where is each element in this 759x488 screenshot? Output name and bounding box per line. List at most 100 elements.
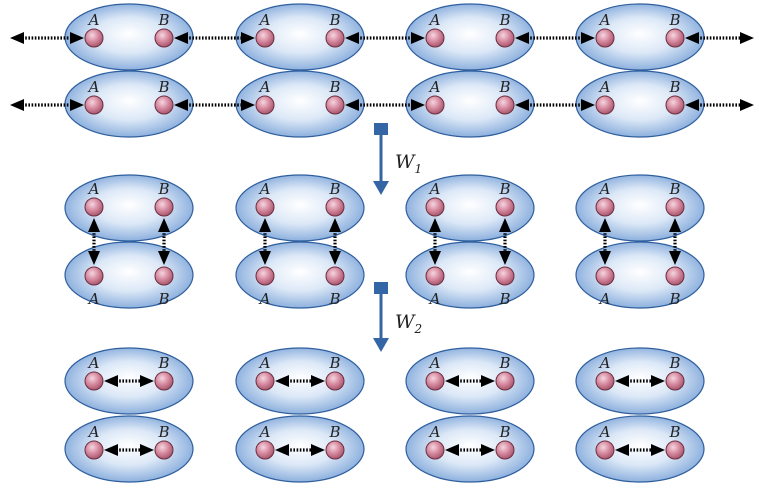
arrowhead (581, 32, 595, 44)
label-b: B (668, 180, 680, 198)
atom-a (84, 266, 104, 286)
vertical-bond-arrow (88, 218, 100, 265)
arrowhead (615, 375, 629, 387)
label-a: A (598, 423, 611, 441)
step-arrow-tail (374, 123, 388, 135)
label-a: A (87, 290, 100, 308)
label-a: A (258, 78, 271, 96)
label-b: B (157, 354, 169, 372)
atom-b (665, 266, 685, 286)
atom-b (495, 371, 515, 391)
intra-dimer-arrow (275, 444, 325, 456)
step-subscript: 1 (415, 162, 423, 176)
atom-a (595, 266, 615, 286)
arrowhead (651, 444, 665, 456)
vertical-bond-arrow (669, 218, 681, 265)
atom-b (495, 440, 515, 460)
arrowhead (174, 32, 188, 44)
label-a: A (598, 11, 611, 29)
label-a: A (598, 78, 611, 96)
atom-b (665, 197, 685, 217)
intra-dimer-arrow (275, 375, 325, 387)
dimer-ellipse (575, 70, 705, 138)
label-a: A (598, 290, 611, 308)
inter-dimer-arrow (515, 32, 595, 44)
arrowhead (158, 218, 170, 232)
arrowhead (669, 218, 681, 232)
arrowhead (515, 32, 529, 44)
arrowhead (515, 99, 529, 111)
atom-a (425, 95, 445, 115)
arrowhead (88, 218, 100, 232)
arrowhead (275, 444, 289, 456)
atom-b (154, 266, 174, 286)
atom-b (665, 28, 685, 48)
atom-b (665, 95, 685, 115)
arrowhead (740, 99, 754, 111)
label-a: A (428, 180, 441, 198)
intra-dimer-arrow (104, 444, 154, 456)
arrowhead (140, 375, 154, 387)
atom-a (595, 440, 615, 460)
label-a: A (87, 423, 100, 441)
label-a: A (428, 354, 441, 372)
label-b: B (668, 11, 680, 29)
vertical-bond-arrow (499, 218, 511, 265)
step-label: W1 (395, 151, 422, 176)
arrowhead (241, 99, 255, 111)
atom-b (325, 95, 345, 115)
arrowhead (429, 218, 441, 232)
arrowhead (481, 444, 495, 456)
atom-a (425, 28, 445, 48)
dimer-ellipse (405, 241, 535, 309)
label-a: A (87, 78, 100, 96)
dimer-ellipse (64, 241, 194, 309)
vertical-bond-arrow (158, 218, 170, 265)
atom-a (595, 28, 615, 48)
arrowhead (411, 32, 425, 44)
intra-dimer-arrow (104, 375, 154, 387)
atom-b (495, 266, 515, 286)
atom-b (665, 371, 685, 391)
arrowhead (329, 251, 341, 265)
arrowhead (411, 99, 425, 111)
dimer-ellipse (235, 241, 365, 309)
arrowhead (70, 99, 84, 111)
dimer-ellipse (575, 241, 705, 309)
bond-arrow-layer (10, 32, 754, 456)
dimer-ellipse (575, 174, 705, 242)
arrowhead (581, 99, 595, 111)
arrowhead (445, 444, 459, 456)
atom-a (84, 28, 104, 48)
label-a: A (258, 423, 271, 441)
label-a: A (428, 78, 441, 96)
arrowhead (241, 32, 255, 44)
atom-a (425, 197, 445, 217)
dimer-ellipse (235, 3, 365, 71)
arrowhead (445, 375, 459, 387)
inter-dimer-arrow (515, 99, 595, 111)
vertical-bond-arrow (599, 218, 611, 265)
atom-a (255, 440, 275, 460)
label-a: A (258, 354, 271, 372)
ellipse-layer (64, 3, 705, 483)
atom-a (425, 371, 445, 391)
label-b: B (157, 423, 169, 441)
label-b: B (668, 354, 680, 372)
atom-a (425, 266, 445, 286)
label-a: A (598, 354, 611, 372)
arrowhead (599, 251, 611, 265)
dimer-ellipse (235, 70, 365, 138)
arrowhead (158, 251, 170, 265)
arrowhead (740, 32, 754, 44)
label-a: A (87, 354, 100, 372)
vertical-bond-arrow (259, 218, 271, 265)
label-b: B (498, 11, 510, 29)
arrowhead (499, 251, 511, 265)
intra-dimer-arrow (445, 375, 495, 387)
vertical-bond-arrow (429, 218, 441, 265)
arrowhead (259, 251, 271, 265)
label-b: B (498, 290, 510, 308)
inter-dimer-arrow (174, 99, 255, 111)
